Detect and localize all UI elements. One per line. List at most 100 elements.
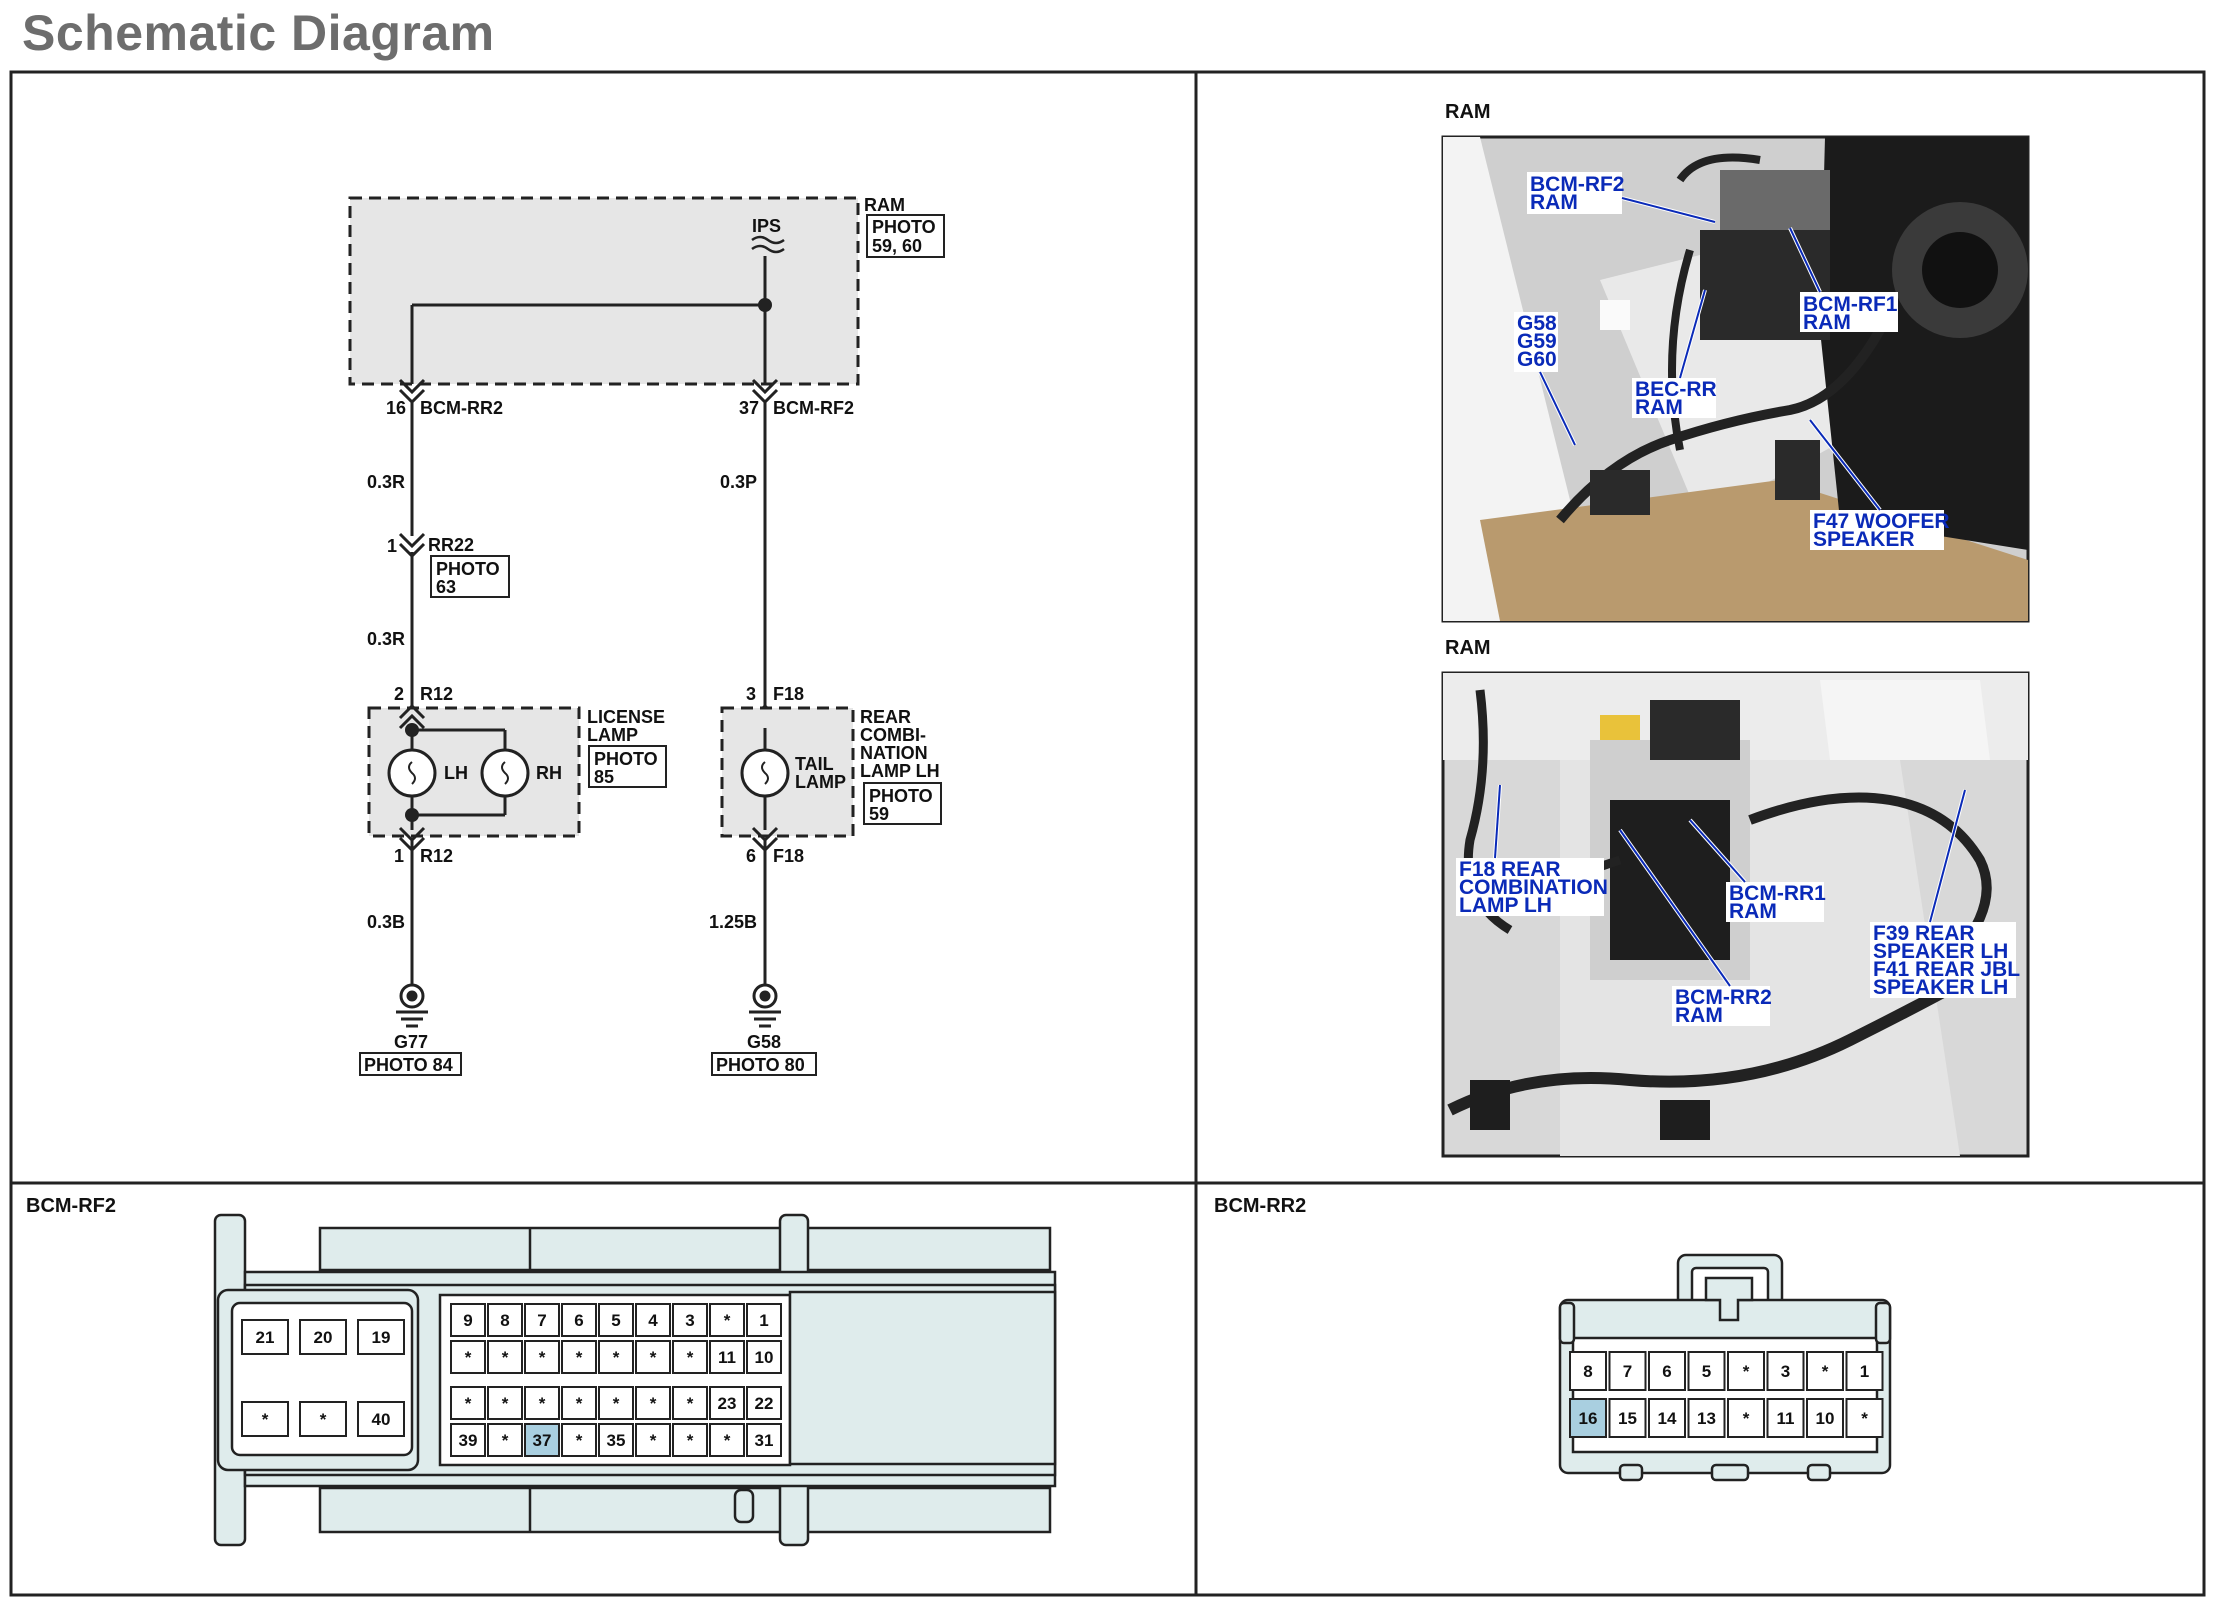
pin-10: 10 bbox=[1806, 1398, 1844, 1438]
pin-*: * bbox=[1845, 1398, 1884, 1438]
svg-text:6: 6 bbox=[574, 1311, 583, 1330]
svg-text:*: * bbox=[724, 1311, 731, 1330]
top-label-f47-speaker: SPEAKER bbox=[1813, 528, 1915, 551]
top-label-bec-rr: BEC-RR bbox=[1635, 378, 1717, 401]
ground-g77-photo: PHOTO 84 bbox=[364, 1055, 453, 1075]
svg-text:*: * bbox=[262, 1410, 269, 1429]
svg-text:35: 35 bbox=[607, 1431, 626, 1450]
pin-*: * bbox=[561, 1386, 597, 1420]
bcm-rf2-pin-number: 37 bbox=[739, 398, 759, 418]
svg-text:*: * bbox=[502, 1348, 509, 1367]
ground-g58-label: G58 bbox=[747, 1032, 781, 1052]
svg-text:11: 11 bbox=[718, 1348, 736, 1367]
svg-text:*: * bbox=[465, 1394, 472, 1413]
r12-bottom-pin-number: 1 bbox=[394, 846, 404, 866]
f18-top-connector-name: F18 bbox=[773, 684, 804, 704]
bcm-rr2-pin-number: 16 bbox=[386, 398, 406, 418]
bottom-label-f39-rear: F39 REAR bbox=[1873, 922, 1975, 945]
schematic-panel: RAM PHOTO 59, 60 IPS 16 BCM-RR2 37 BCM-R… bbox=[348, 195, 945, 1076]
svg-text:*: * bbox=[1861, 1409, 1868, 1428]
svg-text:21: 21 bbox=[256, 1328, 275, 1347]
bottom-label-f41-speaker: SPEAKER LH bbox=[1873, 976, 2008, 999]
right-wire-spec-1: 0.3P bbox=[720, 472, 757, 492]
pin-*: * bbox=[672, 1386, 708, 1420]
pin-13: 13 bbox=[1687, 1398, 1726, 1438]
pin-9: 9 bbox=[450, 1303, 486, 1337]
top-label-g59: G59 bbox=[1517, 330, 1557, 353]
pin-*: * bbox=[598, 1340, 634, 1374]
pin-*: * bbox=[672, 1340, 708, 1374]
svg-text:*: * bbox=[465, 1348, 472, 1367]
svg-text:22: 22 bbox=[755, 1394, 774, 1413]
svg-text:*: * bbox=[687, 1431, 694, 1450]
svg-text:*: * bbox=[1743, 1362, 1750, 1381]
ground-g77-label: G77 bbox=[394, 1032, 428, 1052]
pin-3: 3 bbox=[1766, 1351, 1805, 1391]
left-wire-spec-3: 0.3B bbox=[367, 912, 405, 932]
rr22-pin-number: 1 bbox=[387, 536, 397, 556]
pin-10: 10 bbox=[746, 1340, 782, 1374]
svg-text:23: 23 bbox=[718, 1394, 737, 1413]
svg-text:1: 1 bbox=[1860, 1362, 1869, 1381]
svg-text:1: 1 bbox=[759, 1311, 768, 1330]
pin-*: * bbox=[561, 1423, 597, 1457]
svg-text:*: * bbox=[576, 1431, 583, 1450]
top-label-bcm-rf2-sub: RAM bbox=[1530, 191, 1578, 214]
svg-text:*: * bbox=[539, 1348, 546, 1367]
top-label-g58: G58 bbox=[1517, 312, 1557, 335]
pin-7: 7 bbox=[1608, 1351, 1647, 1391]
pin-6: 6 bbox=[1648, 1351, 1686, 1391]
pin-1: 1 bbox=[1845, 1351, 1884, 1391]
pin-1: 1 bbox=[746, 1303, 782, 1337]
svg-text:5: 5 bbox=[611, 1311, 620, 1330]
license-lamp-rh-label: RH bbox=[536, 763, 562, 783]
pin-20: 20 bbox=[299, 1319, 347, 1355]
bottom-photo-title: RAM bbox=[1445, 637, 1491, 659]
ground-g77-symbol bbox=[396, 983, 428, 1028]
r12-bottom-connector-name: R12 bbox=[420, 846, 453, 866]
ram-module-box bbox=[348, 196, 860, 386]
svg-text:10: 10 bbox=[1816, 1409, 1835, 1428]
svg-text:40: 40 bbox=[372, 1410, 391, 1429]
top-label-bcm-rf1-sub: RAM bbox=[1803, 311, 1851, 334]
top-label-bec-rr-sub: RAM bbox=[1635, 396, 1683, 419]
bottom-label-bcm-rr1: BCM-RR1 bbox=[1729, 882, 1826, 905]
bottom-photo-labels: F18 REAR COMBINATION LAMP LH BCM-RR1 RAM… bbox=[1456, 784, 2020, 1027]
svg-text:7: 7 bbox=[1623, 1362, 1632, 1381]
svg-text:*: * bbox=[650, 1348, 657, 1367]
rear-combi-title-3: NATION bbox=[860, 743, 928, 763]
pin-*: * bbox=[672, 1423, 708, 1457]
svg-text:3: 3 bbox=[1781, 1362, 1790, 1381]
svg-text:*: * bbox=[650, 1431, 657, 1450]
top-label-bcm-rf1: BCM-RF1 bbox=[1803, 293, 1898, 316]
svg-text:*: * bbox=[613, 1348, 620, 1367]
pin-14: 14 bbox=[1648, 1398, 1686, 1438]
rear-combi-photo-number: 59 bbox=[869, 804, 889, 824]
svg-text:37: 37 bbox=[533, 1431, 552, 1450]
bcm-rf2-connector-name: BCM-RF2 bbox=[773, 398, 854, 418]
top-label-bcm-rf2: BCM-RF2 bbox=[1530, 173, 1625, 196]
bottom-label-bcm-rr2: BCM-RR2 bbox=[1675, 986, 1772, 1009]
svg-text:*: * bbox=[576, 1348, 583, 1367]
ground-g58-photo: PHOTO 80 bbox=[716, 1055, 805, 1075]
license-lamp-splice-bottom bbox=[405, 808, 419, 822]
pin-*: * bbox=[1727, 1351, 1765, 1391]
svg-text:11: 11 bbox=[1777, 1409, 1795, 1428]
pin-8: 8 bbox=[1569, 1351, 1607, 1391]
svg-text:14: 14 bbox=[1658, 1409, 1677, 1428]
svg-text:5: 5 bbox=[1702, 1362, 1711, 1381]
left-wire-spec-2: 0.3R bbox=[367, 629, 405, 649]
svg-text:15: 15 bbox=[1618, 1409, 1637, 1428]
pin-11: 11 bbox=[1766, 1398, 1805, 1438]
svg-text:10: 10 bbox=[755, 1348, 774, 1367]
svg-text:20: 20 bbox=[314, 1328, 333, 1347]
pin-37: 37 bbox=[524, 1423, 560, 1457]
svg-text:*: * bbox=[576, 1394, 583, 1413]
top-label-f47-woofer: F47 WOOFER bbox=[1813, 510, 1950, 533]
pin-*: * bbox=[1806, 1351, 1844, 1391]
pin-*: * bbox=[598, 1386, 634, 1420]
